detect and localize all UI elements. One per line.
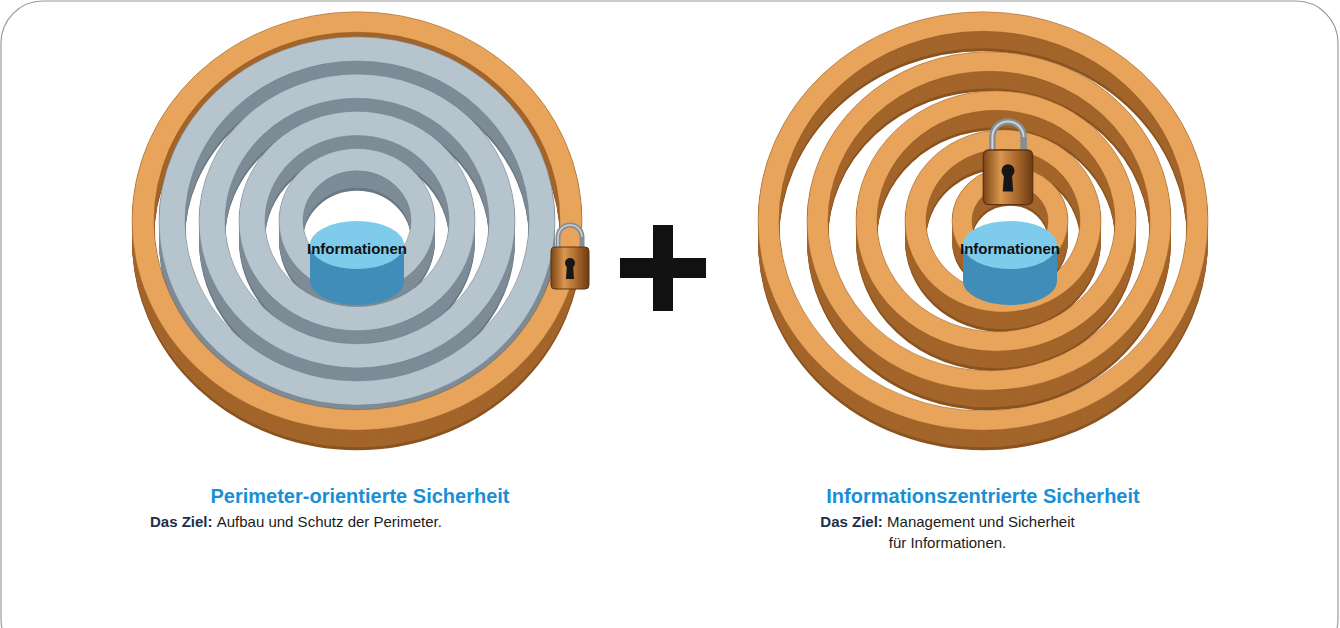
ring-top — [132, 12, 582, 431]
plus-bar — [653, 225, 673, 311]
ring-top-face — [212, 86, 502, 356]
padlock-shackle — [992, 121, 1023, 152]
ring-diagram: Perimeter-orientierte SicherheitDas Ziel… — [120, 0, 600, 570]
ring-top — [905, 130, 1101, 312]
ring-top — [807, 52, 1171, 391]
padlock-shackle — [558, 225, 582, 249]
ring-wall — [769, 22, 1198, 421]
ring-edge — [185, 61, 529, 381]
padlock-keyhole — [566, 265, 574, 279]
information-cylinder: Informationen — [960, 215, 1060, 295]
section-heading: Informationszentrierte Sicherheit — [743, 484, 1223, 508]
padlock-symbol — [551, 225, 589, 289]
ring-edge — [159, 37, 555, 405]
ring-diagram: Informationszentrierte SicherheitDas Zie… — [743, 0, 1223, 570]
ring-wall-slice — [252, 124, 462, 319]
ring-tops — [132, 12, 582, 431]
goal-statement: Das Ziel:Aufbau und Schutz der Perimeter… — [150, 511, 590, 532]
ring-edge — [225, 98, 489, 344]
center-label: Informationen — [287, 239, 427, 259]
ring-edge — [265, 135, 449, 306]
ring-wall — [172, 49, 542, 393]
section-heading: Perimeter-orientierte Sicherheit — [120, 484, 600, 508]
ring-edge — [905, 130, 1101, 312]
goal-statement: Das Ziel:Management und Sicherheit für I… — [810, 511, 1085, 553]
ring-top-face — [143, 22, 571, 420]
ring-tops — [758, 12, 1208, 431]
ring-edge — [828, 71, 1150, 370]
plus-sign — [620, 225, 706, 311]
ring-wall — [818, 62, 1161, 381]
ring-top-face — [252, 123, 462, 318]
padlock-body — [983, 150, 1032, 205]
ring-edge — [877, 110, 1115, 331]
padlock-shackle-highlight — [558, 225, 582, 247]
ring-wall-slice — [769, 22, 1198, 421]
ring-edge — [807, 52, 1171, 391]
goal-label: Das Ziel: — [150, 513, 213, 530]
ring-wall — [143, 22, 571, 420]
ring-top — [199, 74, 515, 368]
ring-wall-slice — [212, 87, 502, 357]
padlock-shackle-highlight — [992, 121, 1023, 150]
ring-edge — [199, 74, 515, 368]
center-label: Informationen — [940, 239, 1080, 259]
information-cylinder: Informationen — [307, 215, 407, 295]
padlock-keyhole — [1003, 173, 1013, 191]
ring-edge — [132, 12, 582, 431]
ring-wall-slice — [867, 101, 1126, 342]
goal-text: Aufbau und Schutz der Perimeter. — [217, 513, 442, 530]
ring-wall — [252, 124, 462, 319]
ring-wall — [212, 87, 502, 357]
ring-edge — [758, 12, 1208, 431]
ring-edge — [239, 111, 475, 330]
ring-edge — [856, 91, 1136, 351]
ring-wall-slice — [143, 22, 571, 420]
ring-top-face — [867, 101, 1126, 342]
ring-top — [159, 37, 555, 405]
ring-walls — [769, 22, 1198, 440]
padlock-symbol — [983, 121, 1032, 204]
padlock-keyhole — [565, 258, 575, 268]
ring-top-face — [172, 49, 542, 393]
padlock-body — [551, 247, 589, 289]
ring-top-face — [818, 62, 1161, 381]
plus-bar — [620, 258, 706, 278]
ring-wall-slice — [172, 49, 542, 393]
ring-edge — [779, 31, 1187, 410]
ring-wall-slice — [818, 62, 1161, 381]
ring-top-face — [769, 22, 1198, 421]
padlock-keyhole — [1002, 164, 1015, 177]
ring-wall — [867, 101, 1126, 342]
ring-top — [856, 91, 1136, 351]
ring-top — [239, 111, 475, 330]
goal-text: Management und Sicherheit für Informatio… — [887, 513, 1075, 551]
ring-edge — [154, 32, 560, 410]
ring-top — [758, 12, 1208, 431]
goal-label: Das Ziel: — [820, 513, 883, 530]
